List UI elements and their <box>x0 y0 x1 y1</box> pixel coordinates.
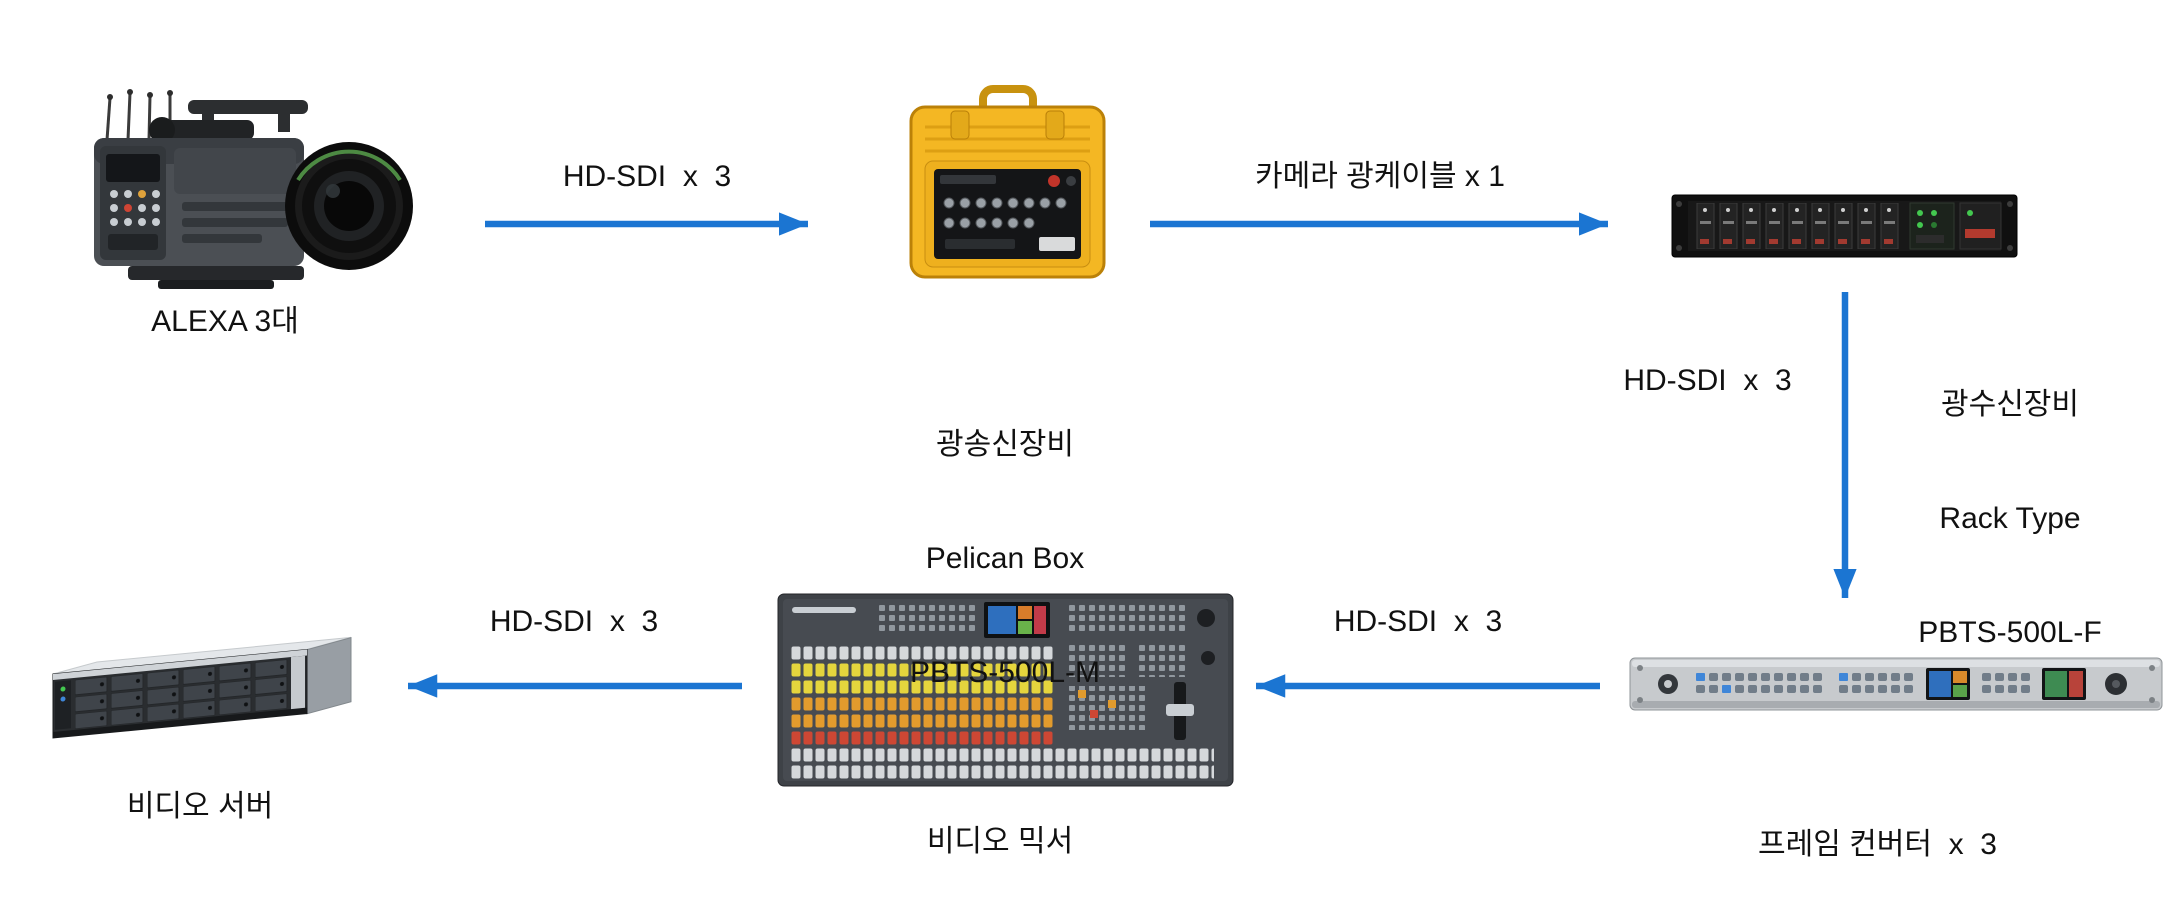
converter-label-line1: 프레임 컨버터 x 3 <box>1758 828 1997 861</box>
transmitter-label-line1: 광송신장비 <box>936 428 1074 461</box>
edge-label-converter-to-mixer: HD-SDI x 3 <box>1333 605 1503 638</box>
edge-label-mixer-to-server: HD-SDI x 3 <box>489 605 659 638</box>
receiver-label-line2: Rack Type <box>1939 502 2081 535</box>
frame-converter-image <box>1629 657 2163 711</box>
edge-label-receiver-to-converter: HD-SDI x 3 <box>1623 364 1792 397</box>
alexa-camera-image <box>94 89 413 289</box>
transmitter-label: 광송신장비 Pelican Box PBTS-500L-M <box>855 350 1155 768</box>
camera-label: ALEXA 3대 <box>151 305 299 338</box>
video-server-image <box>52 636 352 739</box>
flow-arrows <box>408 212 1857 698</box>
pelican-box-image <box>909 85 1106 279</box>
rack-receiver-image <box>1671 194 2018 258</box>
receiver-label-line3: PBTS-500L-F <box>1918 616 2102 649</box>
video-mixer-image <box>777 593 1234 787</box>
receiver-label: 광수신장비 Rack Type PBTS-500L-F <box>1860 310 2160 728</box>
edge-label-transmitter-to-receiver: 카메라 광케이블 x 1 <box>1255 160 1505 193</box>
transmitter-label-line3: PBTS-500L-M <box>909 656 1101 689</box>
mixer-label: 비디오 믹서 <box>926 825 1074 858</box>
edge-label-camera-to-transmitter: HD-SDI x 3 <box>562 160 732 193</box>
receiver-label-line1: 광수신장비 <box>1941 388 2079 421</box>
converter-label: 프레임 컨버터 x 3 1. 1080 29.97p → 59.94i 변환 2… <box>1590 750 2165 924</box>
transmitter-label-line2: Pelican Box <box>925 542 1085 575</box>
server-label: 비디오 서버 <box>126 790 274 823</box>
